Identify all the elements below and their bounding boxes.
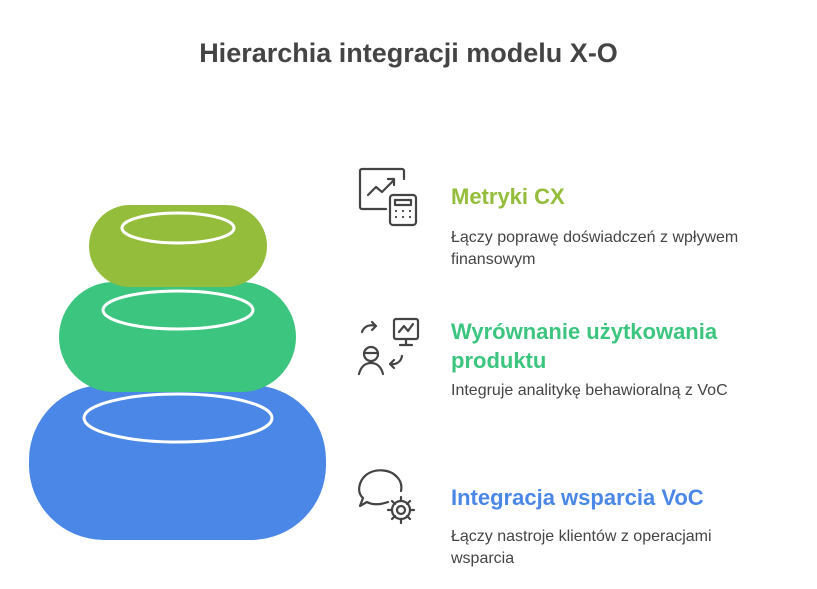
diagram-title: Hierarchia integracji modelu X-O <box>199 38 618 68</box>
level-description-support: Łączy nastroje klientów z operacjami wsp… <box>451 528 712 567</box>
ring-middle <box>59 282 296 392</box>
level-heading-support: Integracja wsparcia VoC <box>451 485 704 510</box>
level-heading-metrics: Metryki CX <box>451 184 565 209</box>
level-heading-product: Wyrównanie użytkowania produktu <box>451 319 718 373</box>
level-description-product: Integruje analitykę behawioralną z VoC <box>451 382 728 399</box>
ring-bottom <box>29 385 326 540</box>
chat-gear-icon <box>358 469 416 525</box>
chart-calculator-icon <box>358 167 418 227</box>
ring-top <box>89 205 267 287</box>
level-description-metrics: Łączy poprawę doświadczeń z wpływem fina… <box>451 229 739 268</box>
user-analytics-icon <box>357 317 420 376</box>
